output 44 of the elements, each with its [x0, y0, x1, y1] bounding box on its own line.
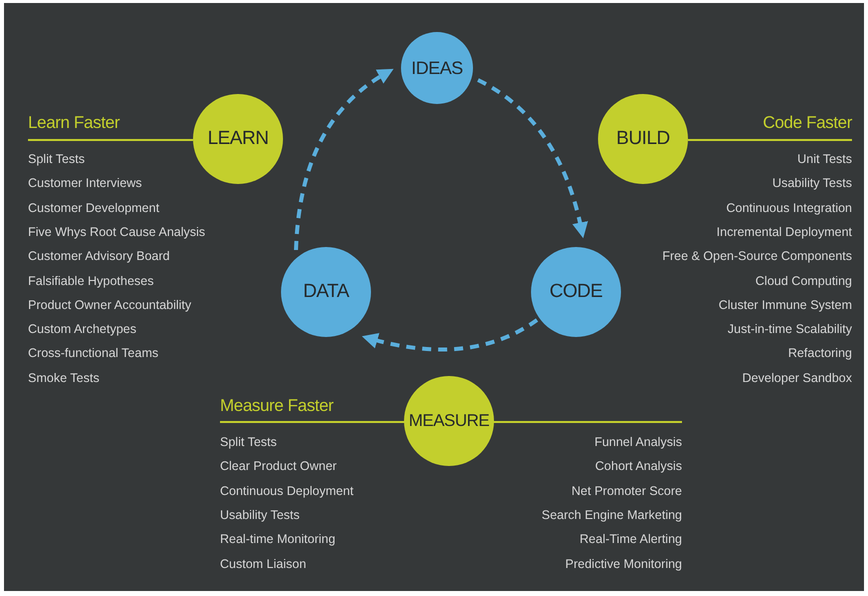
dashed-arrow: [477, 78, 588, 238]
practice-item: Cloud Computing: [755, 274, 852, 288]
stage-label: BUILD: [616, 128, 670, 150]
practice-item: Custom Liaison: [220, 556, 306, 570]
stage-label: MEASURE: [408, 411, 490, 431]
practice-item: Predictive Monitoring: [565, 556, 682, 570]
practice-item: Smoke Tests: [28, 370, 100, 385]
practice-item: Customer Development: [28, 200, 160, 215]
practice-item: Search Engine Marketing: [542, 508, 682, 522]
practice-item: Cluster Immune System: [718, 298, 852, 312]
stage-label: DATA: [303, 281, 349, 303]
section-heading: Learn Faster: [28, 113, 120, 133]
section-heading: Code Faster: [762, 113, 852, 133]
dashed-arrow: [294, 68, 394, 250]
practice-item: Just-in-time Scalability: [728, 322, 852, 336]
practice-item: Funnel Analysis: [594, 435, 682, 449]
practice-item: Cross-functional Teams: [28, 346, 158, 360]
practice-item: Split Tests: [220, 435, 277, 449]
dashed-arrow: [362, 318, 538, 352]
practice-item: Clear Product Owner: [220, 459, 337, 474]
stage-label: CODE: [550, 281, 602, 303]
practice-item: Real-time Monitoring: [220, 532, 336, 546]
practice-item: Unit Tests: [797, 152, 852, 166]
practice-item: Custom Archetypes: [28, 322, 136, 336]
practice-item: Usability Tests: [772, 176, 852, 190]
section-heading: Measure Faster: [220, 396, 334, 416]
practice-item: Product Owner Accountability: [28, 298, 192, 312]
practice-item: Split Tests: [28, 152, 85, 166]
practice-item: Free & Open-Source Components: [662, 249, 852, 264]
practice-item: Falsifiable Hypotheses: [28, 274, 154, 288]
practice-item: Customer Interviews: [28, 176, 142, 190]
stage-label: LEARN: [208, 128, 268, 150]
practice-item: Net Promoter Score: [572, 484, 682, 498]
practice-item: Real-Time Alerting: [580, 532, 682, 546]
practice-item: Incremental Deployment: [716, 224, 852, 239]
practice-item: Customer Advisory Board: [28, 249, 170, 264]
practice-item: Usability Tests: [220, 508, 300, 522]
practice-item: Continuous Integration: [726, 200, 852, 215]
practice-item: Five Whys Root Cause Analysis: [28, 224, 206, 239]
practice-item: Cohort Analysis: [595, 459, 682, 474]
stage-label: IDEAS: [411, 58, 463, 78]
practice-item: Continuous Deployment: [220, 484, 354, 498]
practice-item: Developer Sandbox: [742, 370, 852, 385]
practice-item: Refactoring: [788, 346, 852, 360]
